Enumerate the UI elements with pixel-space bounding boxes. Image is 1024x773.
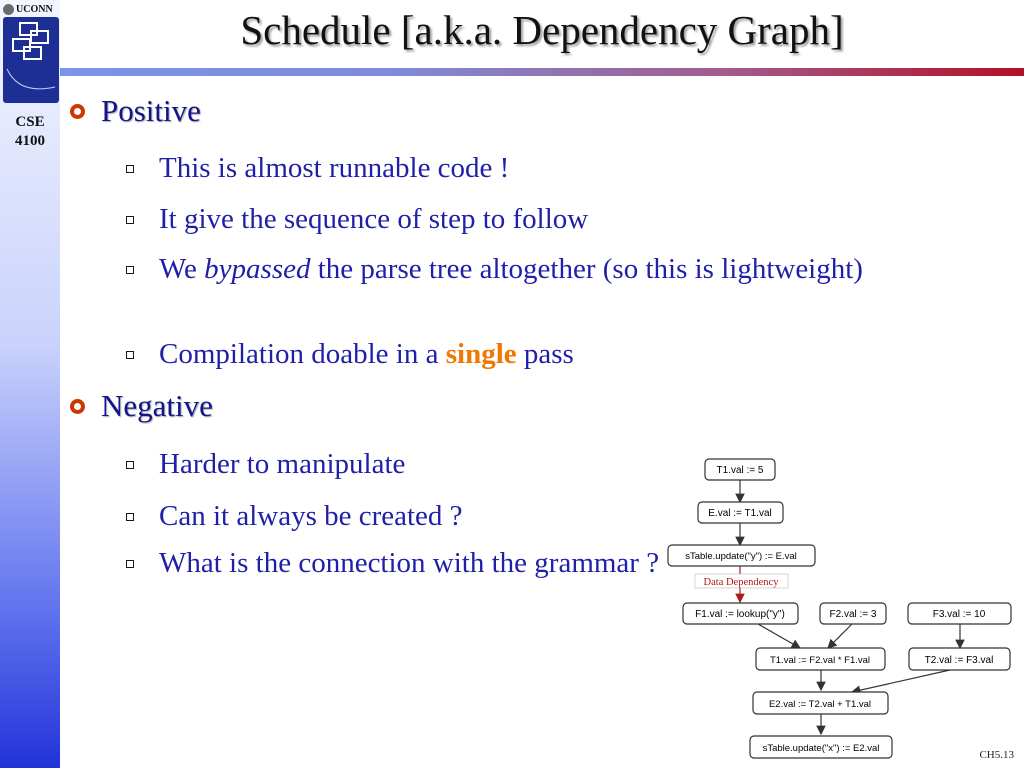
- course-code: CSE 4100: [0, 113, 60, 151]
- node-eval: E.val := T1.val: [697, 501, 784, 524]
- list-item: What is the connection with the grammar …: [126, 546, 671, 580]
- node-label: F1.val := lookup("y"): [695, 609, 785, 620]
- list-item: Compilation doable in a single pass: [126, 337, 946, 371]
- course-prefix: CSE: [15, 114, 45, 130]
- node-f1: F1.val := lookup("y"): [682, 602, 799, 625]
- item-text: This is almost runnable code !: [159, 152, 510, 184]
- graph-edge: [757, 623, 802, 649]
- emphasis-text: bypassed: [204, 253, 311, 285]
- list-item: Can it always be created ?: [126, 499, 946, 533]
- square-bullet-icon: [126, 266, 134, 274]
- bullet-negative: Negative: [70, 388, 213, 424]
- square-bullet-icon: [126, 560, 134, 568]
- node-label: T1.val := 5: [717, 465, 764, 476]
- node-label: T2.val := F3.val: [925, 655, 994, 666]
- item-text: Can it always be created ?: [159, 500, 463, 532]
- node-label: sTable.update("x") := E2.val: [763, 743, 880, 754]
- item-text-part: the parse tree altogether (so this is li…: [310, 253, 863, 285]
- node-e2: E2.val := T2.val + T1.val: [752, 691, 889, 715]
- item-text: We bypassed the parse tree altogether (s…: [159, 252, 916, 286]
- bullet-label: Positive: [101, 93, 201, 128]
- square-bullet-icon: [126, 351, 134, 359]
- circle-bullet-icon: [70, 104, 85, 119]
- item-text: Harder to manipulate: [159, 448, 406, 480]
- university-logo: UCONN: [3, 1, 59, 17]
- graph-edge: [850, 669, 951, 695]
- course-number: 4100: [15, 133, 45, 149]
- list-item: This is almost runnable code !: [126, 151, 946, 185]
- edge-label: Data Dependency: [704, 577, 780, 588]
- node-label: T1.val := F2.val * F1.val: [770, 655, 870, 666]
- department-logo: [3, 17, 59, 103]
- node-t1b: T1.val := F2.val * F1.val: [755, 647, 886, 671]
- circle-bullet-icon: [70, 399, 85, 414]
- title-divider: [60, 68, 1024, 76]
- highlight-text: single: [445, 338, 517, 370]
- slide-number: CH5.13: [979, 749, 1014, 761]
- node-t2: T2.val := F3.val: [908, 647, 1011, 671]
- node-label: E.val := T1.val: [708, 508, 771, 519]
- slide-title: Schedule [a.k.a. Dependency Graph]: [240, 7, 844, 53]
- node-label: F2.val := 3: [830, 609, 877, 620]
- node-stable-y: sTable.update("y") := E.val: [667, 544, 816, 567]
- item-text-part: Compilation doable in a: [159, 338, 446, 370]
- sidebar: UCONN CSE 4100: [0, 0, 60, 768]
- bullet-label: Negative: [101, 388, 213, 423]
- list-item: It give the sequence of step to follow: [126, 202, 946, 236]
- list-item: We bypassed the parse tree altogether (s…: [126, 252, 916, 286]
- graph-edge: [827, 623, 853, 649]
- university-name: UCONN: [16, 3, 53, 15]
- dependency-graph: Data Dependency T1.val := 5 E.val := T1.…: [660, 450, 1024, 768]
- item-text: What is the connection with the grammar …: [159, 547, 660, 579]
- node-f2: F2.val := 3: [819, 602, 887, 625]
- node-t1: T1.val := 5: [704, 458, 776, 481]
- list-item: Harder to manipulate: [126, 447, 946, 481]
- item-text-part: We: [159, 253, 205, 285]
- node-stable-x: sTable.update("x") := E2.val: [749, 735, 893, 759]
- node-label: F3.val := 10: [933, 609, 986, 620]
- node-label: E2.val := T2.val + T1.val: [769, 699, 871, 710]
- node-label: sTable.update("y") := E.val: [685, 551, 797, 562]
- node-f3: F3.val := 10: [907, 602, 1012, 625]
- square-bullet-icon: [126, 513, 134, 521]
- item-text-part: pass: [516, 338, 574, 370]
- item-text: Compilation doable in a single pass: [159, 337, 946, 371]
- square-bullet-icon: [126, 165, 134, 173]
- square-bullet-icon: [126, 461, 134, 469]
- bullet-positive: Positive: [70, 93, 201, 129]
- item-text: It give the sequence of step to follow: [159, 203, 589, 235]
- seal-icon: [3, 3, 14, 15]
- square-bullet-icon: [126, 216, 134, 224]
